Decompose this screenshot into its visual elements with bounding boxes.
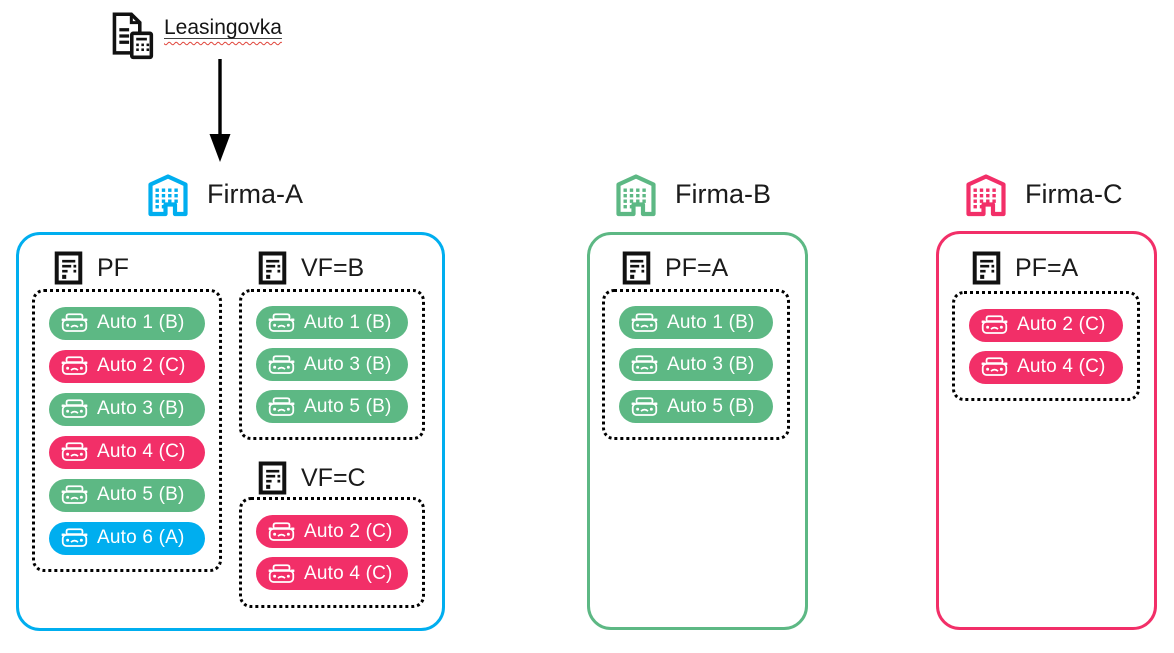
group-header-pf: PF	[54, 249, 129, 287]
group-header-vf-b: VF=B	[258, 249, 364, 287]
fleet-box-vf-c: Auto 2 (C) Auto 4 (C)	[239, 497, 425, 608]
car-icon	[631, 312, 658, 334]
car-icon	[61, 484, 88, 506]
group-label: VF=C	[301, 463, 366, 492]
lease-source	[106, 10, 154, 62]
auto-label: Auto 1 (B)	[304, 311, 392, 333]
group-header-vf-c: VF=C	[258, 459, 366, 497]
company-name: Firma-B	[675, 178, 771, 209]
auto-pill: Auto 2 (C)	[256, 515, 408, 548]
auto-label: Auto 3 (B)	[667, 353, 755, 375]
document-list-icon	[972, 250, 1001, 286]
car-icon	[981, 356, 1008, 378]
auto-pill: Auto 3 (B)	[619, 348, 773, 381]
group-header-firma-b-pf-a: PF=A	[622, 249, 728, 287]
auto-label: Auto 1 (B)	[667, 311, 755, 333]
lease-label: Leasingovka	[164, 16, 282, 39]
company-name: Firma-A	[207, 178, 303, 209]
company-box-firma-a	[16, 232, 445, 631]
car-icon	[61, 355, 88, 377]
car-icon	[268, 354, 295, 376]
group-label: PF=A	[665, 253, 729, 282]
car-icon	[268, 312, 295, 334]
car-icon	[61, 441, 88, 463]
auto-pill: Auto 2 (C)	[49, 349, 205, 383]
group-label: VF=B	[301, 253, 365, 282]
auto-pill: Auto 5 (B)	[49, 478, 205, 512]
document-list-icon	[258, 250, 287, 286]
car-icon	[268, 396, 295, 418]
auto-pill: Auto 5 (B)	[619, 390, 773, 423]
auto-pill: Auto 4 (C)	[49, 435, 205, 469]
auto-pill: Auto 1 (B)	[256, 306, 408, 339]
auto-pill: Auto 3 (B)	[256, 348, 408, 381]
company-box-firma-c	[936, 231, 1157, 630]
auto-label: Auto 5 (B)	[304, 395, 392, 417]
auto-label: Auto 4 (C)	[1017, 356, 1106, 377]
company-header-firma-b: Firma-B	[612, 169, 771, 219]
auto-pill: Auto 1 (B)	[49, 306, 205, 340]
document-list-icon	[622, 250, 651, 286]
car-icon	[61, 527, 88, 549]
auto-label: Auto 1 (B)	[97, 312, 185, 333]
company-box-firma-b	[587, 232, 808, 630]
auto-label: Auto 3 (B)	[97, 398, 185, 419]
auto-label: Auto 2 (C)	[304, 520, 393, 542]
company-header-firma-c: Firma-C	[962, 169, 1122, 219]
company-header-firma-a: Firma-A	[144, 169, 303, 219]
lease-label-text: Leasingovka	[164, 16, 282, 39]
auto-pill: Auto 2 (C)	[969, 308, 1123, 342]
document-list-icon	[54, 250, 83, 286]
auto-label: Auto 3 (B)	[304, 353, 392, 375]
auto-label: Auto 6 (A)	[97, 527, 185, 548]
auto-label: Auto 2 (C)	[97, 355, 186, 376]
building-icon	[144, 170, 192, 218]
document-list-icon	[258, 460, 287, 496]
auto-pill: Auto 6 (A)	[49, 521, 205, 555]
group-header-firma-c-pf-a: PF=A	[972, 249, 1078, 287]
auto-label: Auto 2 (C)	[1017, 314, 1106, 335]
group-label: PF=A	[1015, 253, 1079, 282]
auto-label: Auto 5 (B)	[97, 484, 185, 505]
auto-pill: Auto 3 (B)	[49, 392, 205, 426]
car-icon	[268, 521, 295, 543]
lease-label-wrap: Leasingovka	[164, 16, 282, 40]
auto-pill: Auto 1 (B)	[619, 306, 773, 339]
building-icon	[612, 170, 660, 218]
group-label: PF	[97, 253, 129, 282]
auto-label: Auto 4 (C)	[97, 441, 186, 462]
document-calculator-icon	[106, 10, 154, 62]
auto-pill: Auto 5 (B)	[256, 390, 408, 423]
auto-pill: Auto 4 (C)	[256, 557, 408, 590]
building-icon	[962, 170, 1010, 218]
car-icon	[981, 314, 1008, 336]
company-name: Firma-C	[1025, 178, 1123, 209]
car-icon	[268, 563, 295, 585]
car-icon	[61, 312, 88, 334]
car-icon	[61, 398, 88, 420]
fleet-box-vf-b: Auto 1 (B) Auto 3 (B) Auto 5 (B)	[239, 289, 425, 440]
car-icon	[631, 396, 658, 418]
fleet-box-pf: Auto 1 (B) Auto 2 (C) Auto 3 (B) Auto 4 …	[32, 289, 222, 572]
auto-label: Auto 5 (B)	[667, 395, 755, 417]
fleet-box-firma-b: Auto 1 (B) Auto 3 (B) Auto 5 (B)	[602, 289, 790, 440]
fleet-box-firma-c: Auto 2 (C) Auto 4 (C)	[952, 291, 1140, 401]
auto-pill: Auto 4 (C)	[969, 350, 1123, 384]
auto-label: Auto 4 (C)	[304, 562, 393, 584]
car-icon	[631, 354, 658, 376]
down-arrow-icon	[209, 59, 231, 162]
